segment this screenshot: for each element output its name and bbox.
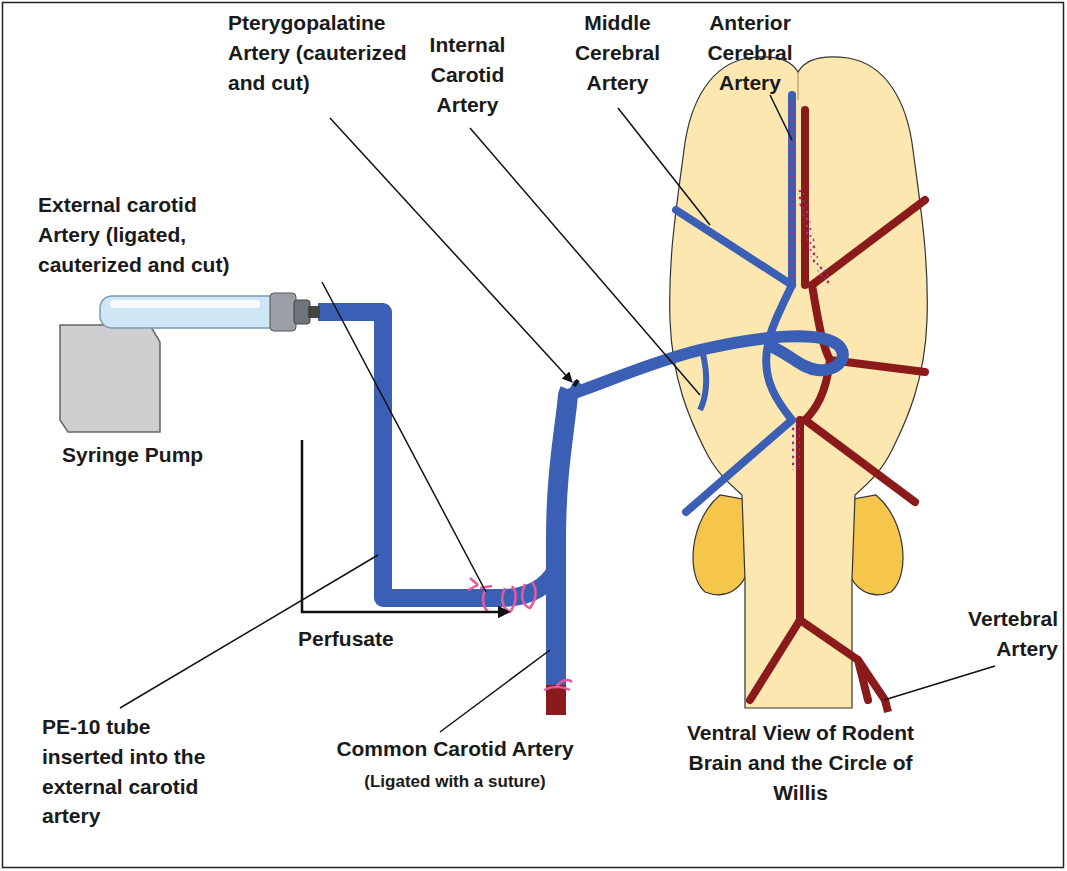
ica-branch <box>700 350 706 410</box>
mixing-dots <box>792 100 796 470</box>
artery-label: Internal Carotid Artery <box>410 30 525 119</box>
artery-label: Anterior Cerebral Artery <box>690 8 810 97</box>
blue-vessels <box>676 95 792 512</box>
rodent-brain <box>670 57 928 708</box>
tube-label: PE-10 tube inserted into the external ca… <box>42 712 232 831</box>
red-vessels <box>750 110 925 700</box>
caption-label: Ventral View of Rodent Brain and the Cir… <box>683 718 918 807</box>
artery-label: Vertebral Artery <box>920 604 1058 664</box>
figure-frame <box>3 3 1064 868</box>
flow-label: Perfusate <box>298 624 428 654</box>
perfusate-arrow <box>302 440 508 612</box>
cauterized-stub <box>574 380 578 386</box>
leader-lines <box>120 95 995 732</box>
artery-label: External carotid Artery (ligated, cauter… <box>38 190 263 279</box>
artery-label: Middle Cerebral Artery <box>560 8 675 97</box>
note-label: (Ligated with a suture) <box>310 770 600 794</box>
syringe-pump <box>60 293 320 432</box>
artery-label: Common Carotid Artery <box>310 734 600 764</box>
vertebral-stub <box>885 700 888 712</box>
artery-label: Pterygopalatine Artery (cauterized and c… <box>228 8 413 97</box>
pe10-tube <box>318 312 556 598</box>
device-label: Syringe Pump <box>62 440 232 470</box>
mixing-dots <box>800 190 830 285</box>
carotid-tree <box>556 382 578 715</box>
